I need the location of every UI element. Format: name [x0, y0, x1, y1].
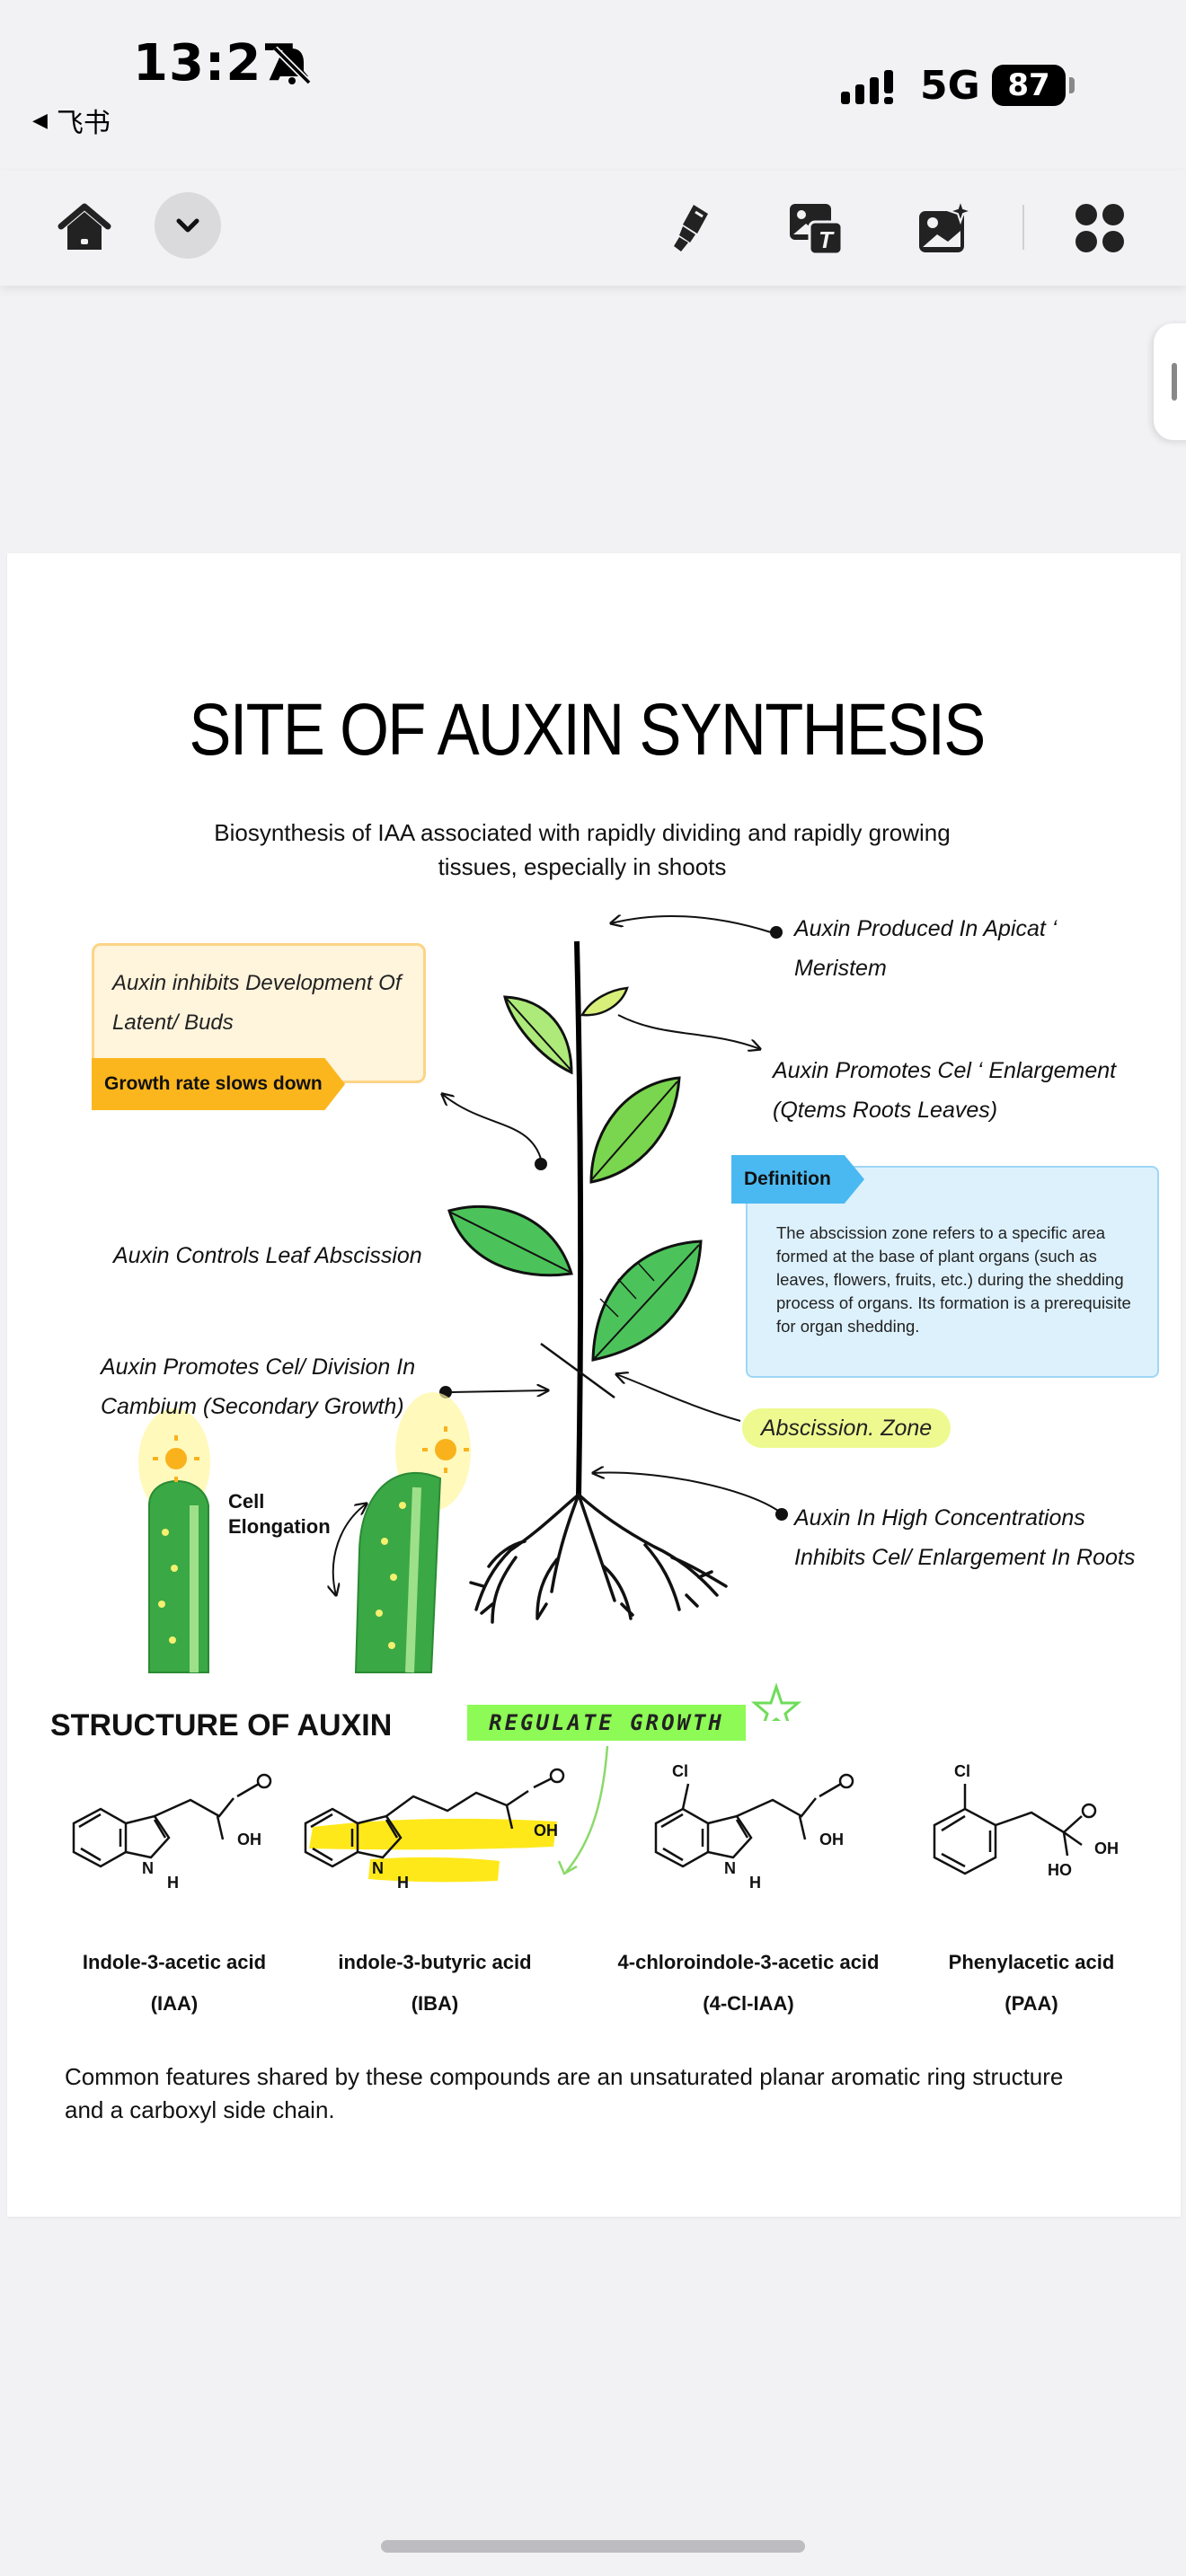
- regulate-growth-tag: REGULATE GROWTH: [467, 1705, 746, 1741]
- document-page: SITE OF AUXIN SYNTHESIS Biosynthesis of …: [7, 553, 1181, 2217]
- svg-text:OH: OH: [534, 1822, 558, 1839]
- 4cl-iaa-labels: Cl N H OH: [672, 1762, 854, 1892]
- svg-text:OH: OH: [819, 1831, 844, 1848]
- compound-abbr-iba: (IBA): [411, 1992, 459, 2015]
- leaf-middle-left: [447, 1204, 573, 1277]
- growth-rate-tag: Growth rate slows down: [92, 1058, 345, 1110]
- svg-text:H: H: [167, 1874, 179, 1892]
- iba-labels: N H OH: [372, 1768, 565, 1892]
- status-bar: 13:27 ◀ 飞书 5G 87: [0, 0, 1186, 171]
- chevron-down-icon: [176, 218, 199, 233]
- battery-level: 87: [992, 65, 1066, 106]
- elongating-shoot-left: [138, 1408, 210, 1673]
- annotation-leaf-abscission: Auxin Controls Leaf Abscission: [113, 1243, 422, 1268]
- leaf-tip: [580, 986, 629, 1017]
- svg-text:N: N: [372, 1859, 384, 1877]
- compound-abbr-iaa: (IAA): [150, 1992, 199, 2015]
- compound-name-iaa: Indole-3-acetic acid: [82, 1951, 267, 1973]
- svg-text:OH: OH: [237, 1831, 261, 1848]
- plant-illustration: [138, 553, 802, 1721]
- document-subtitle: Biosynthesis of IAA associated with rapi…: [214, 819, 951, 880]
- auxin-structures: N H OH N H OH: [72, 1745, 1119, 1892]
- annotation-cell-enlargement: Auxin Promotes Cel ‘ Enlargement (Qtems …: [773, 1058, 1117, 1123]
- paa-structure: [933, 1784, 1083, 1875]
- bell-muted-icon: [272, 46, 312, 85]
- compound-name-4cl-iaa: 4-chloroindole-3-acetic acid: [617, 1951, 880, 1973]
- compound-abbr-4cl-iaa: (4-Cl-IAA): [703, 1992, 794, 2015]
- 4cl-iaa-structure: [654, 1782, 842, 1868]
- highlighter-icon[interactable]: [659, 196, 724, 260]
- toolbar-divider: [1022, 205, 1024, 250]
- abscission-zone-label: Abscission. Zone: [742, 1408, 951, 1448]
- compound-name-iba: indole-3-butyric acid: [338, 1951, 532, 1973]
- svg-text:T: T: [819, 226, 835, 253]
- common-features-text: Common features shared by these compound…: [65, 2063, 1064, 2123]
- image-ai-icon[interactable]: [913, 196, 978, 260]
- iaa-structure: [72, 1782, 260, 1868]
- iba-structure: [304, 1777, 553, 1868]
- svg-text:Cl: Cl: [954, 1762, 970, 1780]
- definition-tag: Definition: [731, 1155, 864, 1204]
- compound-abbr-paa: (PAA): [1005, 1992, 1058, 2015]
- status-time: 13:27: [133, 34, 298, 93]
- inhibits-buds-text: Auxin inhibits Development Of Latent/ Bu…: [112, 971, 402, 1035]
- annotation-root-inhibition: Auxin In High Concentrations Inhibits Ce…: [794, 1505, 1136, 1570]
- cell-elongation-label: Cell Elongation: [228, 1490, 331, 1538]
- leaf-lower-right: [591, 1239, 703, 1362]
- svg-text:N: N: [724, 1859, 736, 1877]
- svg-text:OH: OH: [1094, 1839, 1119, 1857]
- leaf-upper-right: [589, 1076, 681, 1184]
- compound-name-paa: Phenylacetic acid: [948, 1951, 1115, 1973]
- home-indicator[interactable]: [381, 2540, 805, 2553]
- home-icon[interactable]: [52, 196, 117, 260]
- back-triangle-icon: ◀: [32, 109, 48, 131]
- back-to-app-link[interactable]: ◀ 飞书: [32, 101, 111, 140]
- svg-text:H: H: [749, 1874, 761, 1892]
- structure-heading: STRUCTURE OF AUXIN: [50, 1708, 393, 1742]
- apps-grid-icon[interactable]: [1067, 196, 1132, 260]
- paa-labels: Cl OH HO: [954, 1762, 1119, 1879]
- elongating-shoot-right: [354, 1392, 471, 1673]
- collapse-toggle-button[interactable]: [155, 192, 221, 259]
- toolbar: T: [0, 171, 1186, 286]
- plant-roots: [469, 1493, 728, 1624]
- document-title: SITE OF AUXIN SYNTHESIS: [189, 689, 986, 771]
- definition-text: The abscission zone refers to a specific…: [776, 1223, 1131, 1336]
- signal-icon: [841, 70, 893, 104]
- leaf-upper-left: [503, 995, 573, 1075]
- battery-tip: [1069, 77, 1075, 93]
- side-panel-handle[interactable]: [1154, 323, 1186, 440]
- annotation-apical-meristem: Auxin Produced In Apicat ‘ Meristem: [794, 916, 1058, 981]
- svg-text:HO: HO: [1048, 1861, 1072, 1879]
- iaa-labels: N H OH: [142, 1773, 272, 1892]
- svg-text:N: N: [142, 1859, 154, 1877]
- svg-text:H: H: [397, 1874, 409, 1892]
- image-to-text-icon[interactable]: T: [783, 196, 848, 260]
- svg-text:Cl: Cl: [672, 1762, 688, 1780]
- back-app-label: 飞书: [56, 109, 111, 138]
- network-type: 5G: [920, 63, 980, 109]
- annotation-cell-division: Auxin Promotes Cel/ Division In Cambium …: [101, 1354, 416, 1419]
- plant-stem: [574, 940, 584, 1497]
